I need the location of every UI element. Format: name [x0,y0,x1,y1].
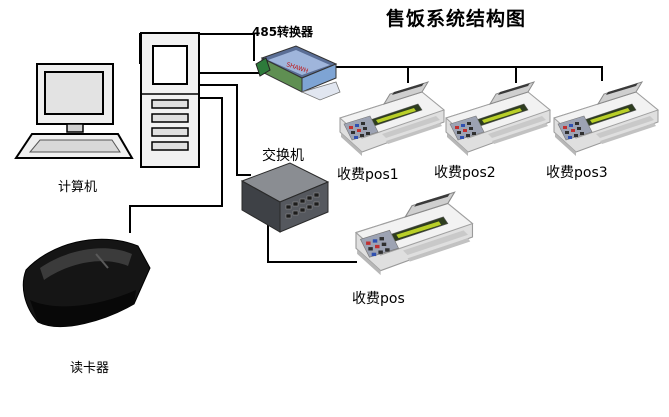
switch-label: 交换机 [262,148,304,164]
pos1-device-icon [339,81,445,157]
pos3-label: 收费pos3 [546,165,608,181]
diagram-title: 售饭系统结构图 [386,8,527,30]
converter-label: 485转换器 [252,25,314,39]
tower-icon [140,32,200,168]
pos3-device-icon [553,81,659,157]
switch-icon [240,162,330,233]
converter-icon: SHAWH [255,45,341,101]
pos1-label: 收费pos1 [337,167,399,183]
pos2-label: 收费pos2 [434,165,496,181]
pos2-device-icon [445,81,551,157]
monitor-icon [14,63,134,159]
card-reader-icon [22,238,151,328]
card-reader-label: 读卡器 [70,361,110,376]
computer-label: 计算机 [58,180,98,195]
pos-device-icon [355,191,474,276]
pos-label: 收费pos [352,291,405,307]
